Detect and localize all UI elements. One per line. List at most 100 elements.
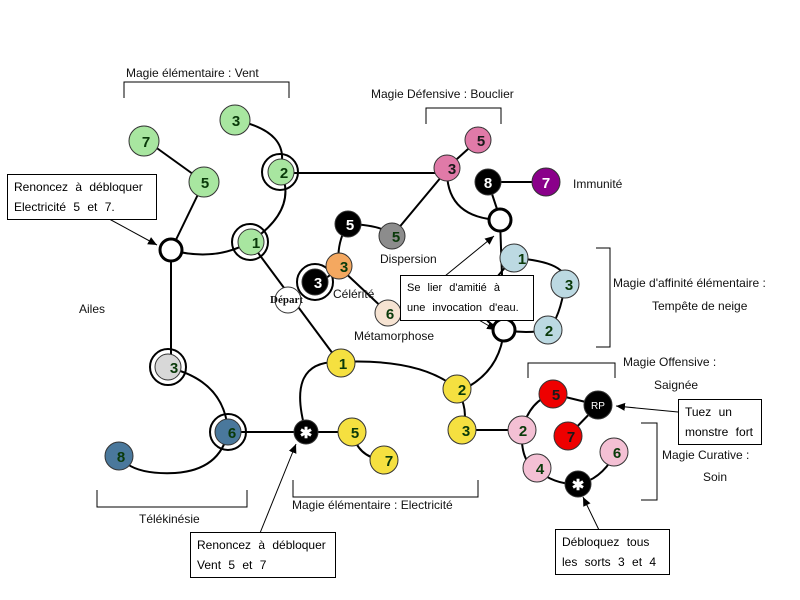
bouclier-node-8[interactable] xyxy=(474,168,502,196)
junction-tempete xyxy=(491,317,517,343)
node-text-rp: RP xyxy=(591,401,605,412)
node-text-c5gray: 5 xyxy=(392,229,400,246)
note-monstre: Tuez un monstre fort xyxy=(678,399,762,445)
node-text-t2: 2 xyxy=(545,323,553,340)
node-text-v7: 7 xyxy=(142,134,150,151)
node-text-c5black: 5 xyxy=(346,217,354,234)
note-invocation: Se lier d'amitié à une invocation d'eau. xyxy=(400,275,534,321)
junction-wind xyxy=(158,237,184,263)
selection-rings xyxy=(149,153,334,451)
group-label-soin-2: Soin xyxy=(703,470,727,484)
black-node-5[interactable] xyxy=(334,210,362,238)
elec-node-7[interactable] xyxy=(369,445,399,475)
group-label-soin-1: Magie Curative : xyxy=(662,448,749,462)
note-vent-line-1: Renoncez à débloquer xyxy=(197,538,326,552)
node-text-t3: 3 xyxy=(565,277,573,294)
node-text-hstar: ✱ xyxy=(572,477,585,494)
node-text-k8: 8 xyxy=(117,449,125,466)
node-text-t1: 1 xyxy=(518,251,526,268)
elec-node-1[interactable] xyxy=(326,348,356,378)
node-text-e2: 2 xyxy=(458,382,466,399)
node-text-k6: 6 xyxy=(228,425,236,442)
tempete-node-3[interactable] xyxy=(550,269,580,299)
note-monstre-line-1: Tuez un xyxy=(685,405,732,419)
immunite-node-7[interactable] xyxy=(531,167,561,197)
bouclier-node-3[interactable] xyxy=(433,154,461,182)
label-immunite: Immunité xyxy=(573,177,623,191)
telekinesie-node-8[interactable] xyxy=(104,441,134,471)
saignee-node-rp[interactable] xyxy=(583,390,613,420)
note-invocation-line-2: une invocation d'eau. xyxy=(407,302,519,314)
elec-star-node[interactable] xyxy=(293,419,319,445)
note-electricite-line-1: Renoncez à débloquer xyxy=(14,180,143,194)
node-text-b8: 8 xyxy=(484,175,492,192)
skill-nodes xyxy=(104,104,629,498)
note-sorts-line-2: les sorts 3 et 4 xyxy=(562,555,657,569)
node-text-v3: 3 xyxy=(232,113,240,130)
node-text-s7: 7 xyxy=(567,429,575,446)
note-vent-line-2: Vent 5 et 7 xyxy=(197,558,267,572)
label-metamorphose: Métamorphose xyxy=(354,329,434,343)
note-vent: Renoncez à débloquer Vent 5 et 7 xyxy=(190,532,336,578)
node-text-h4: 4 xyxy=(536,461,545,478)
soin-node-2[interactable] xyxy=(507,415,537,445)
node-text-a3: 3 xyxy=(170,360,178,377)
node-text-v1: 1 xyxy=(252,235,260,252)
node-text-v2: 2 xyxy=(280,165,288,182)
node-text-v5: 5 xyxy=(201,175,209,192)
node-text-s5: 5 xyxy=(552,387,560,404)
soin-node-4[interactable] xyxy=(522,453,552,483)
ailes-node-3[interactable] xyxy=(154,353,182,381)
tempete-node-1[interactable] xyxy=(499,243,529,273)
dispersion-node-5[interactable] xyxy=(378,222,406,250)
label-celerite: Célérité xyxy=(333,287,375,301)
note-electricite: Renoncez à débloquer Electricité 5 et 7. xyxy=(7,174,157,220)
saignee-node-7[interactable] xyxy=(553,421,583,451)
note-electricite-line-2: Electricité 5 et 7. xyxy=(14,200,115,214)
bouclier-node-5[interactable] xyxy=(464,126,492,154)
black-node-3[interactable] xyxy=(301,268,329,296)
node-text-h6: 6 xyxy=(613,445,621,462)
node-text-e7: 7 xyxy=(385,453,393,470)
group-label-vent: Magie élémentaire : Vent xyxy=(126,66,259,80)
group-label-ailes: Ailes xyxy=(79,302,105,316)
node-text-e3: 3 xyxy=(462,423,470,440)
depart-node[interactable] xyxy=(274,286,302,314)
vent-node-5[interactable] xyxy=(188,166,220,198)
node-text-b5: 5 xyxy=(477,133,485,150)
elec-node-5[interactable] xyxy=(337,417,367,447)
soin-star-node[interactable] xyxy=(564,470,592,498)
node-text-e5: 5 xyxy=(351,425,359,442)
note-monstre-line-2: monstre fort xyxy=(685,425,754,439)
diagram-labels: Magie élémentaire : Vent Magie Défensive… xyxy=(79,66,766,526)
vent-node-1[interactable] xyxy=(237,228,265,256)
elec-node-3[interactable] xyxy=(447,415,477,445)
node-text-star: ✱ xyxy=(300,425,313,442)
soin-node-6[interactable] xyxy=(599,437,629,467)
group-label-tempete-2: Tempête de neige xyxy=(652,299,748,313)
note-sorts-line-1: Débloquez tous xyxy=(562,535,650,549)
vent-node-3[interactable] xyxy=(219,104,251,136)
group-label-saignee-1: Magie Offensive : xyxy=(623,355,716,369)
group-label-electricite: Magie élémentaire : Electricité xyxy=(292,498,453,512)
group-brackets xyxy=(96,81,658,508)
vent-node-7[interactable] xyxy=(128,125,160,157)
node-numbers: 7 5 3 2 1 3 5 8 7 5 5 3 3 6 1 3 2 3 6 8 … xyxy=(117,113,621,494)
group-label-tempete-1: Magie d'affinité élémentaire : xyxy=(613,276,766,290)
group-label-bouclier: Magie Défensive : Bouclier xyxy=(371,87,514,101)
vent-node-2[interactable] xyxy=(267,158,295,186)
telekinesie-node-6[interactable] xyxy=(214,418,242,446)
node-text-c3orange: 3 xyxy=(340,259,348,276)
saignee-node-5[interactable] xyxy=(538,379,568,409)
tempete-node-2[interactable] xyxy=(533,315,563,345)
celerite-node-3[interactable] xyxy=(325,252,353,280)
node-text-e1: 1 xyxy=(339,356,347,373)
elec-node-2[interactable] xyxy=(442,374,472,404)
note-invocation-line-1: Se lier d'amitié à xyxy=(407,282,500,294)
label-dispersion: Dispersion xyxy=(380,252,437,266)
node-text-b7: 7 xyxy=(542,175,550,192)
note-sorts: Débloquez tous les sorts 3 et 4 xyxy=(555,529,670,575)
label-depart: Départ xyxy=(270,294,303,306)
